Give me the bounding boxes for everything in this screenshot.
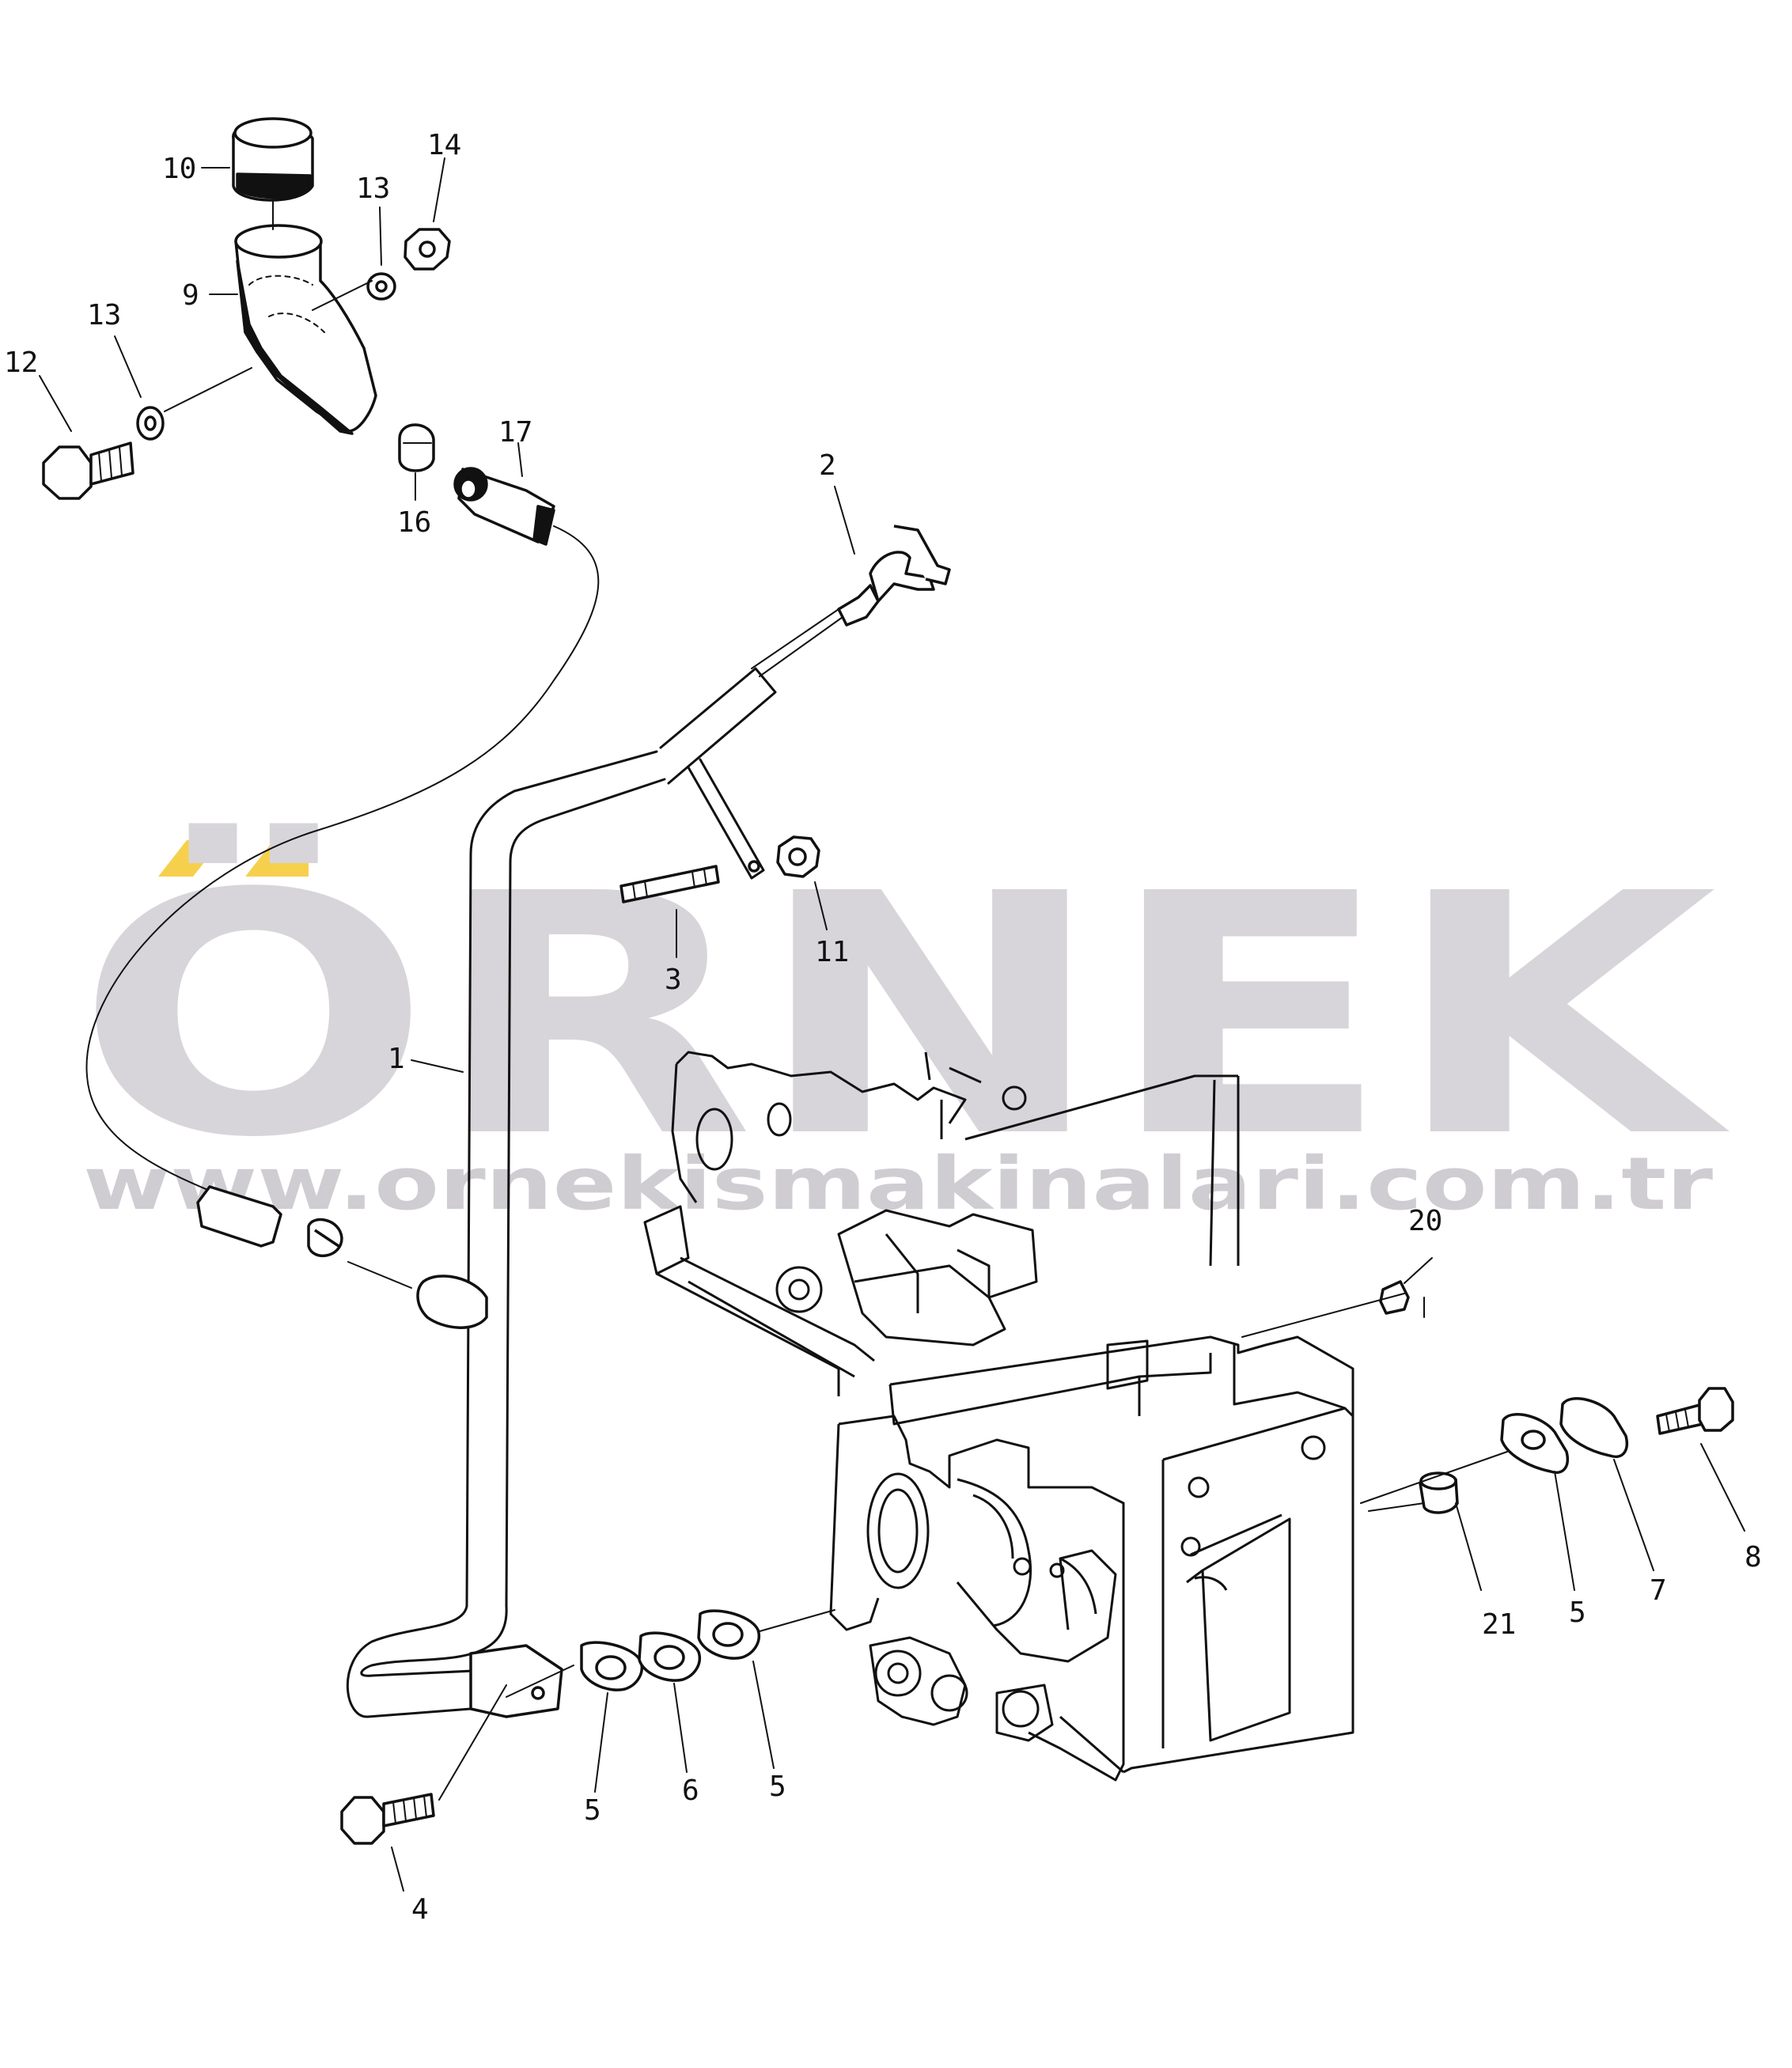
engine-block [643,1051,1354,1782]
callout-5-middle: 5 [769,1771,786,1803]
callout-labels: 1 2 3 4 5 6 5 5 7 8 9 10 11 12 13 13 14 … [4,129,1762,1926]
callout-16: 16 [397,506,431,539]
hardware [340,835,1734,1845]
callout-20: 20 [1408,1205,1442,1237]
callout-5-right: 5 [1569,1596,1586,1629]
callout-10: 10 [162,153,196,185]
callout-13-left: 13 [87,299,121,331]
leader-lines [39,157,1745,1892]
filler-breather-assembly [42,117,600,1329]
callout-21: 21 [1482,1608,1516,1641]
callout-14: 14 [427,129,461,161]
dipstick-tube [346,750,658,1718]
callout-7: 7 [1650,1574,1667,1607]
callout-11: 11 [815,936,849,968]
callout-6: 6 [682,1774,699,1807]
callout-1: 1 [388,1043,405,1075]
callout-3: 3 [665,964,682,996]
callout-17: 17 [498,416,532,449]
watermark-accent-mark-right [245,840,309,877]
callout-13-upper: 13 [356,172,390,205]
callout-8: 8 [1745,1541,1762,1574]
callout-12: 12 [4,347,38,379]
watermark-brand: ÖRNEK [75,820,1733,1210]
watermark-accent-mark-left [158,840,222,877]
watermark-url: www.ornekismakinalari.com.tr [83,1142,1714,1226]
callout-2: 2 [819,449,836,482]
callout-9: 9 [182,279,199,312]
dipstick-tube-assembly [346,525,951,1718]
watermark: ÖRNEK www.ornekismakinalari.com.tr [75,820,1733,1226]
callout-4: 4 [411,1893,429,1926]
callout-5-left: 5 [584,1794,601,1827]
